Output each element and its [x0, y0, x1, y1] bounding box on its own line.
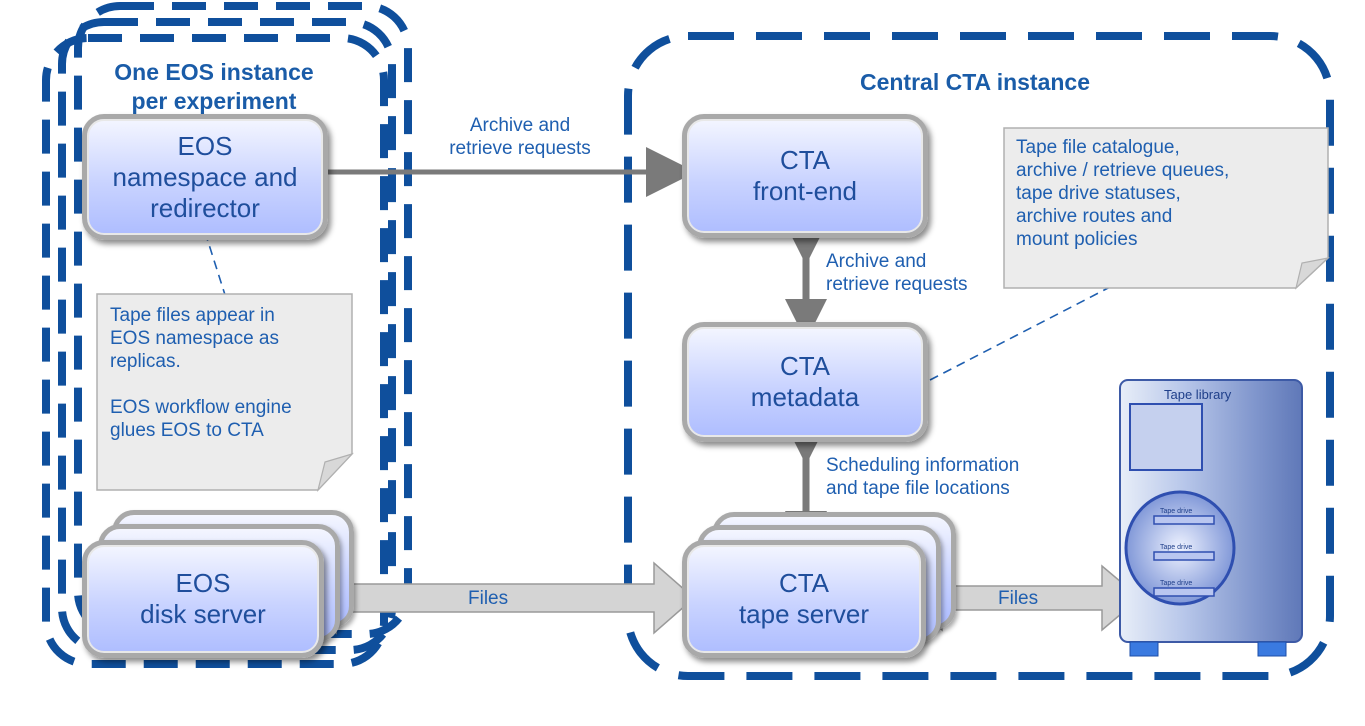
cta-note-shape: [1003, 127, 1330, 290]
eos-frame-front: [42, 34, 388, 668]
archive-retrieve-mid-label: Archive and retrieve requests: [826, 251, 968, 295]
tape-library-title: Tape library: [1164, 387, 1232, 402]
cta-metadata-box[interactable]: CTA metadata: [682, 322, 928, 442]
eos-namespace-label: EOS namespace and redirector: [112, 130, 298, 223]
cta-tape-server-label: CTA tape server: [738, 568, 870, 629]
tape-drive-label-2: Tape drive: [1160, 544, 1193, 551]
eos-disk-server-label: EOS disk server: [140, 568, 266, 629]
eos-note-connector: [204, 231, 227, 299]
cta-tape-server-box[interactable]: CTA tape server: [682, 540, 926, 658]
cta-frontend-box[interactable]: CTA front-end: [682, 114, 928, 238]
cta-group-title: Central CTA instance: [859, 69, 1091, 95]
cta-metadata-label: CTA metadata: [750, 351, 860, 412]
eos-disk-server-box[interactable]: EOS disk server: [82, 540, 324, 658]
cta-note-text: Tape file catalogue, archive / retrieve …: [1016, 137, 1230, 250]
tape-drive-label-1: Tape drive: [1160, 508, 1193, 515]
cta-frontend-label: CTA front-end: [752, 145, 858, 206]
tape-drive-label-3: Tape drive: [1160, 580, 1193, 587]
eos-note-text: Tape files appear in EOS namespace as re…: [110, 305, 292, 441]
cta-note-connector: [929, 285, 1113, 381]
eos-namespace-box[interactable]: EOS namespace and redirector: [82, 114, 328, 240]
files-right-label: Files: [998, 588, 1039, 609]
scheduling-label: Scheduling information and tape file loc…: [826, 455, 1020, 499]
files-left-label: Files: [468, 588, 509, 609]
archive-retrieve-top-label: Archive and retrieve requests: [449, 115, 591, 159]
eos-note-shape: [96, 293, 354, 493]
tape-library: [1119, 379, 1303, 657]
cta-instance-frame: [624, 32, 1334, 680]
eos-group-title: One EOS instance per experiment: [114, 59, 314, 114]
